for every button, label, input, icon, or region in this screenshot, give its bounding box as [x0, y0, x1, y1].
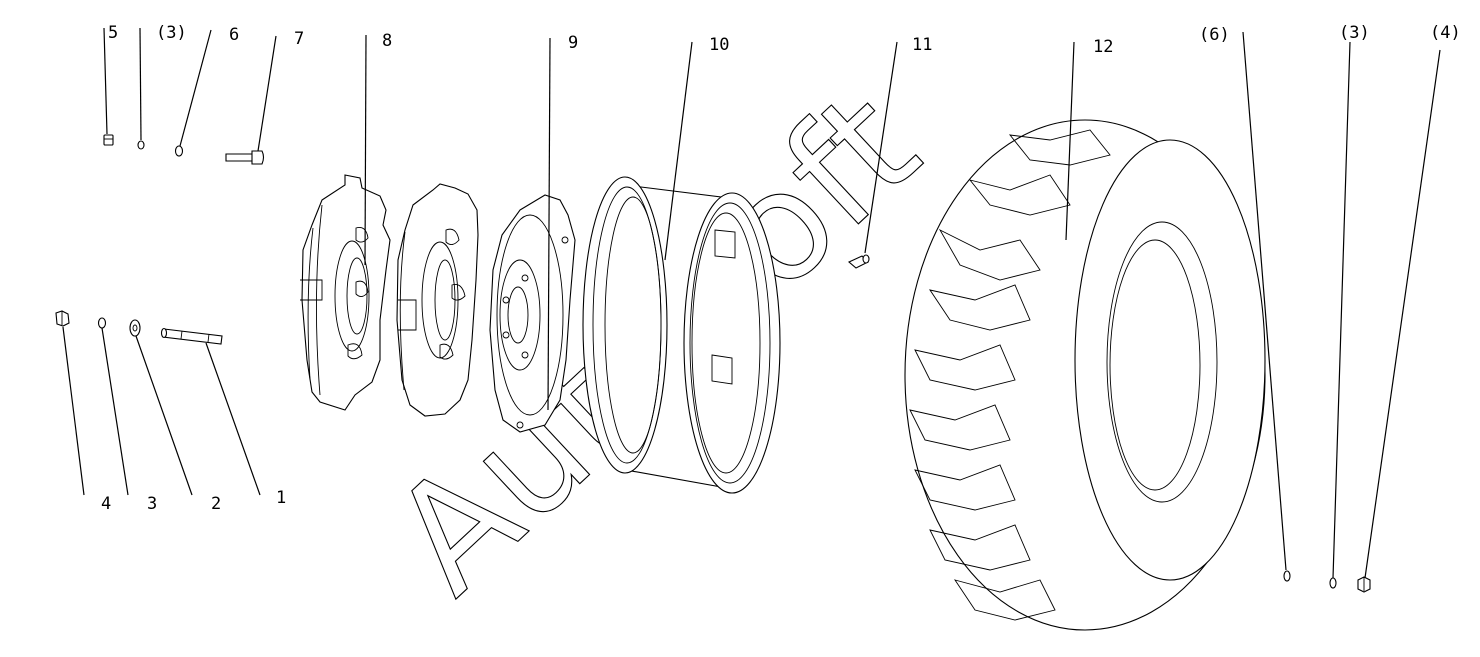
part-6-washer-right — [1283, 570, 1291, 582]
part-9-hub-plate — [489, 194, 576, 433]
label-1: 1 — [276, 488, 286, 508]
part-10-rim — [582, 176, 781, 494]
label-4: 4 — [101, 494, 111, 514]
label-6-paren-right: (6) — [1199, 25, 1230, 45]
part-12-tyre — [904, 119, 1266, 631]
label-4-paren-right: (4) — [1430, 23, 1461, 43]
leader-lines — [62, 27, 1441, 579]
part-7-bolt — [225, 150, 265, 165]
label-3-paren-right: (3) — [1339, 23, 1370, 43]
part-8-counterweight-front — [300, 174, 391, 411]
label-12: 12 — [1093, 37, 1113, 57]
label-3: 3 — [147, 494, 157, 514]
part-11-valve — [847, 254, 870, 269]
label-11: 11 — [912, 35, 932, 55]
part-3-washer-right — [1329, 577, 1337, 589]
part-5-nut — [103, 134, 114, 146]
part-2-flat-washer — [129, 319, 141, 337]
part-1-stud — [160, 327, 223, 345]
label-2: 2 — [211, 494, 221, 514]
part-8-counterweight-rear — [396, 183, 479, 417]
label-5: 5 — [108, 23, 118, 43]
part-6-washer — [174, 145, 184, 157]
label-3-paren-top: (3) — [156, 23, 187, 43]
part-4-nut-right — [1357, 576, 1371, 593]
label-10: 10 — [709, 35, 729, 55]
label-6: 6 — [229, 25, 239, 45]
part-4-nut — [55, 310, 70, 327]
part-3-spring-washer — [97, 317, 107, 329]
callout-labels: 5 (3) 6 7 8 9 10 11 12 (6) (3) (4) 4 3 2… — [101, 23, 1461, 514]
part-3-washer-top — [137, 140, 145, 150]
label-9: 9 — [568, 33, 578, 53]
label-7: 7 — [294, 29, 304, 49]
label-8: 8 — [382, 31, 392, 51]
